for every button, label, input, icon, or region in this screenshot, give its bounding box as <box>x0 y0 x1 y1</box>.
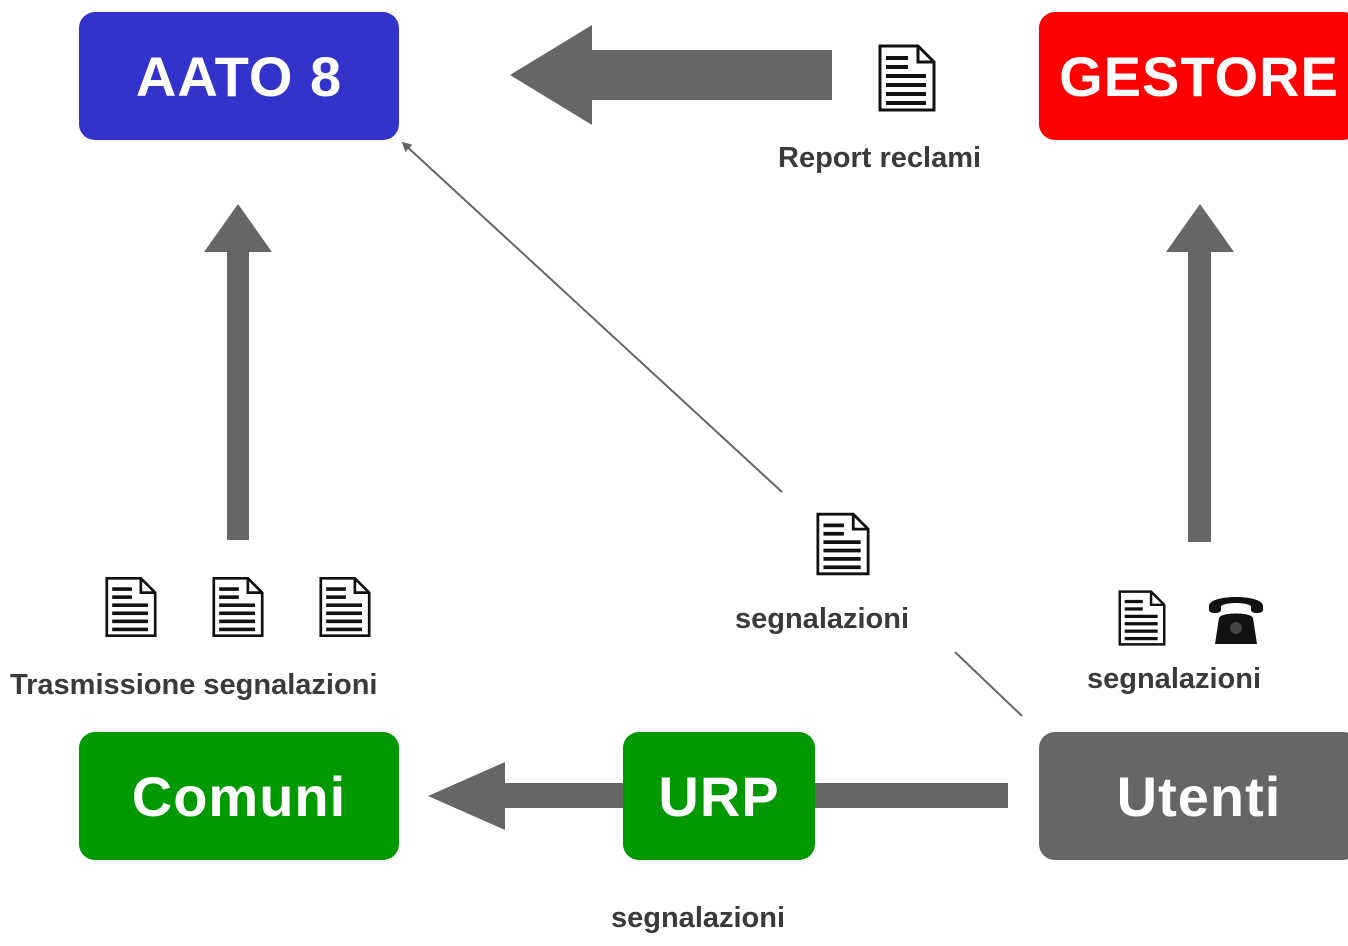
document-icon <box>1118 590 1166 646</box>
thin-line-utenti-segment <box>954 651 1023 717</box>
label-segnalazioni-right: segnalazioni <box>1087 663 1262 695</box>
node-urp: URP <box>623 732 815 860</box>
label-report-reclami: Report reclami <box>778 142 982 174</box>
thin-arrow-utenti-to-aato <box>401 141 783 493</box>
arrow-utenti-to-gestore <box>1166 204 1234 542</box>
document-icon <box>816 512 870 576</box>
arrow-gestore-to-aato <box>510 25 832 125</box>
label-segnalazioni-center: segnalazioni <box>735 603 910 635</box>
label-segnalazioni-bottom: segnalazioni <box>611 902 786 934</box>
label-trasmissione-segnalazioni: Trasmissione segnalazioni <box>10 669 378 701</box>
document-icon <box>319 576 371 638</box>
arrow-comuni-to-aato <box>204 204 272 540</box>
telephone-icon <box>1209 597 1263 644</box>
node-gestore: GESTORE <box>1039 12 1348 140</box>
document-icon <box>105 576 157 638</box>
document-icon <box>878 44 936 112</box>
node-utenti: Utenti <box>1039 732 1348 860</box>
node-aato: AATO 8 <box>79 12 399 140</box>
node-comuni: Comuni <box>79 732 399 860</box>
document-icon <box>212 576 264 638</box>
